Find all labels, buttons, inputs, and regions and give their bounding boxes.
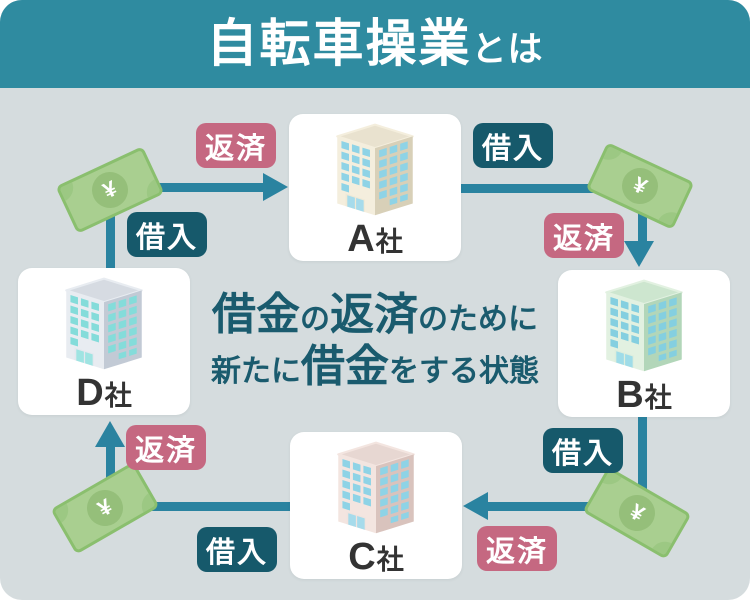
badge-borrow-c-to-d: 借入 — [197, 527, 277, 572]
bill-corner-decoration — [141, 172, 165, 213]
arrow-b-to-c-head-icon — [463, 492, 488, 520]
arrow-a-to-b-horizontal — [460, 184, 642, 193]
yen-circle-icon: ¥ — [86, 166, 134, 214]
bill-corner-decoration — [136, 485, 160, 527]
badge-repay-b-to-c: 返済 — [477, 526, 557, 571]
badge-repay-d-to-a: 返済 — [196, 123, 276, 168]
bill-corner-decoration — [50, 489, 74, 531]
center-message: 借金の返済のために 新たに借金をする状態 — [160, 289, 590, 393]
center-message-line2: 新たに借金をする状態 — [211, 341, 539, 391]
badge-borrow-d-to-a: 借入 — [127, 212, 207, 257]
building-icon-b — [606, 280, 682, 372]
bill-corner-decoration — [644, 536, 686, 560]
arrow-c-to-d-horizontal — [106, 502, 292, 511]
bill-corner-decoration — [651, 207, 692, 230]
yen-circle-icon: ¥ — [80, 483, 130, 533]
header-banner: 自転車操業とは — [0, 0, 750, 88]
arrow-d-to-a-horizontal — [106, 183, 265, 192]
money-bill-bottom-right: ¥ — [582, 466, 692, 560]
bill-corner-decoration — [588, 142, 629, 165]
arrow-c-to-d-head-icon — [95, 421, 125, 447]
badge-borrow-a-to-b: 借入 — [473, 123, 553, 168]
bill-corner-decoration — [55, 167, 79, 208]
yen-circle-icon: ¥ — [616, 162, 664, 210]
arrow-d-to-a-vertical — [106, 183, 115, 271]
money-bill-bottom-left: ¥ — [50, 461, 160, 555]
badge-repay-a-to-b: 返済 — [544, 213, 624, 258]
arrow-d-to-a-head-icon — [263, 173, 288, 201]
building-icon-a — [337, 124, 413, 216]
page-title: 自転車操業 — [206, 15, 472, 72]
badge-borrow-b-to-c: 借入 — [543, 428, 623, 473]
building-icon-c — [338, 442, 414, 534]
center-message-line1: 借金の返済のために — [212, 290, 538, 339]
page-title-suffix: とは — [471, 30, 544, 69]
building-icon-d — [66, 278, 142, 370]
arrow-a-to-b-head-icon — [624, 241, 654, 267]
arrow-b-to-c-vertical — [638, 414, 647, 509]
badge-repay-c-to-d: 返済 — [126, 425, 206, 470]
arrow-b-to-c-horizontal — [486, 502, 642, 511]
yen-circle-icon: ¥ — [612, 488, 662, 538]
